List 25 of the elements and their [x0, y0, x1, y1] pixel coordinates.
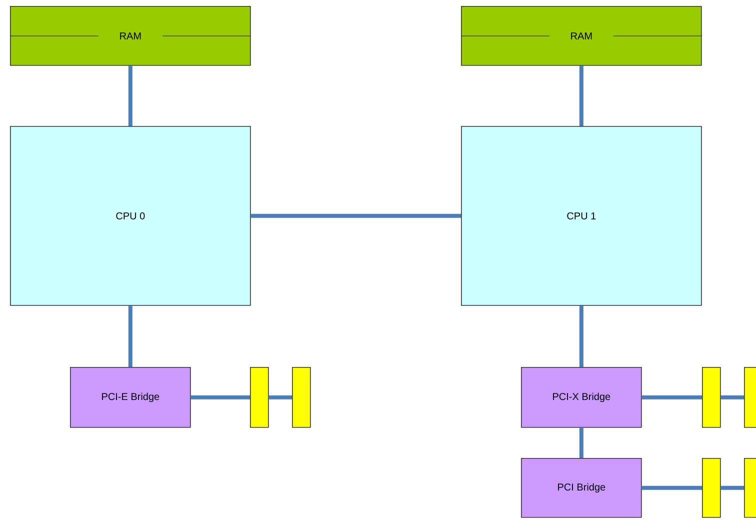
bridge-box: PCI Bridge	[521, 458, 642, 518]
bus-line	[268, 395, 292, 400]
bus-line	[642, 486, 702, 490]
bus-line	[190, 395, 250, 400]
bus-line	[579, 306, 584, 367]
bus-line	[720, 395, 744, 400]
slot-bar	[702, 367, 721, 428]
slot-bar	[292, 367, 311, 428]
bus-line	[579, 428, 584, 458]
bridge-box: PCI-E Bridge	[70, 367, 191, 428]
bus-line	[128, 66, 132, 126]
bus-line	[642, 395, 702, 400]
slot-bar	[250, 367, 269, 428]
processor-box: CPU 1	[461, 126, 702, 306]
bus-line	[250, 214, 461, 218]
bus-line	[128, 306, 132, 367]
slot-bar	[744, 458, 756, 518]
bus-line	[720, 486, 744, 490]
slot-bar	[744, 367, 756, 428]
processor-box: CPU 0	[10, 126, 251, 306]
bus-line	[579, 66, 584, 126]
slot-bar	[702, 458, 721, 518]
memory-box: RAM	[10, 6, 251, 66]
bridge-box: PCI-X Bridge	[521, 367, 642, 428]
memory-box: RAM	[461, 6, 702, 66]
